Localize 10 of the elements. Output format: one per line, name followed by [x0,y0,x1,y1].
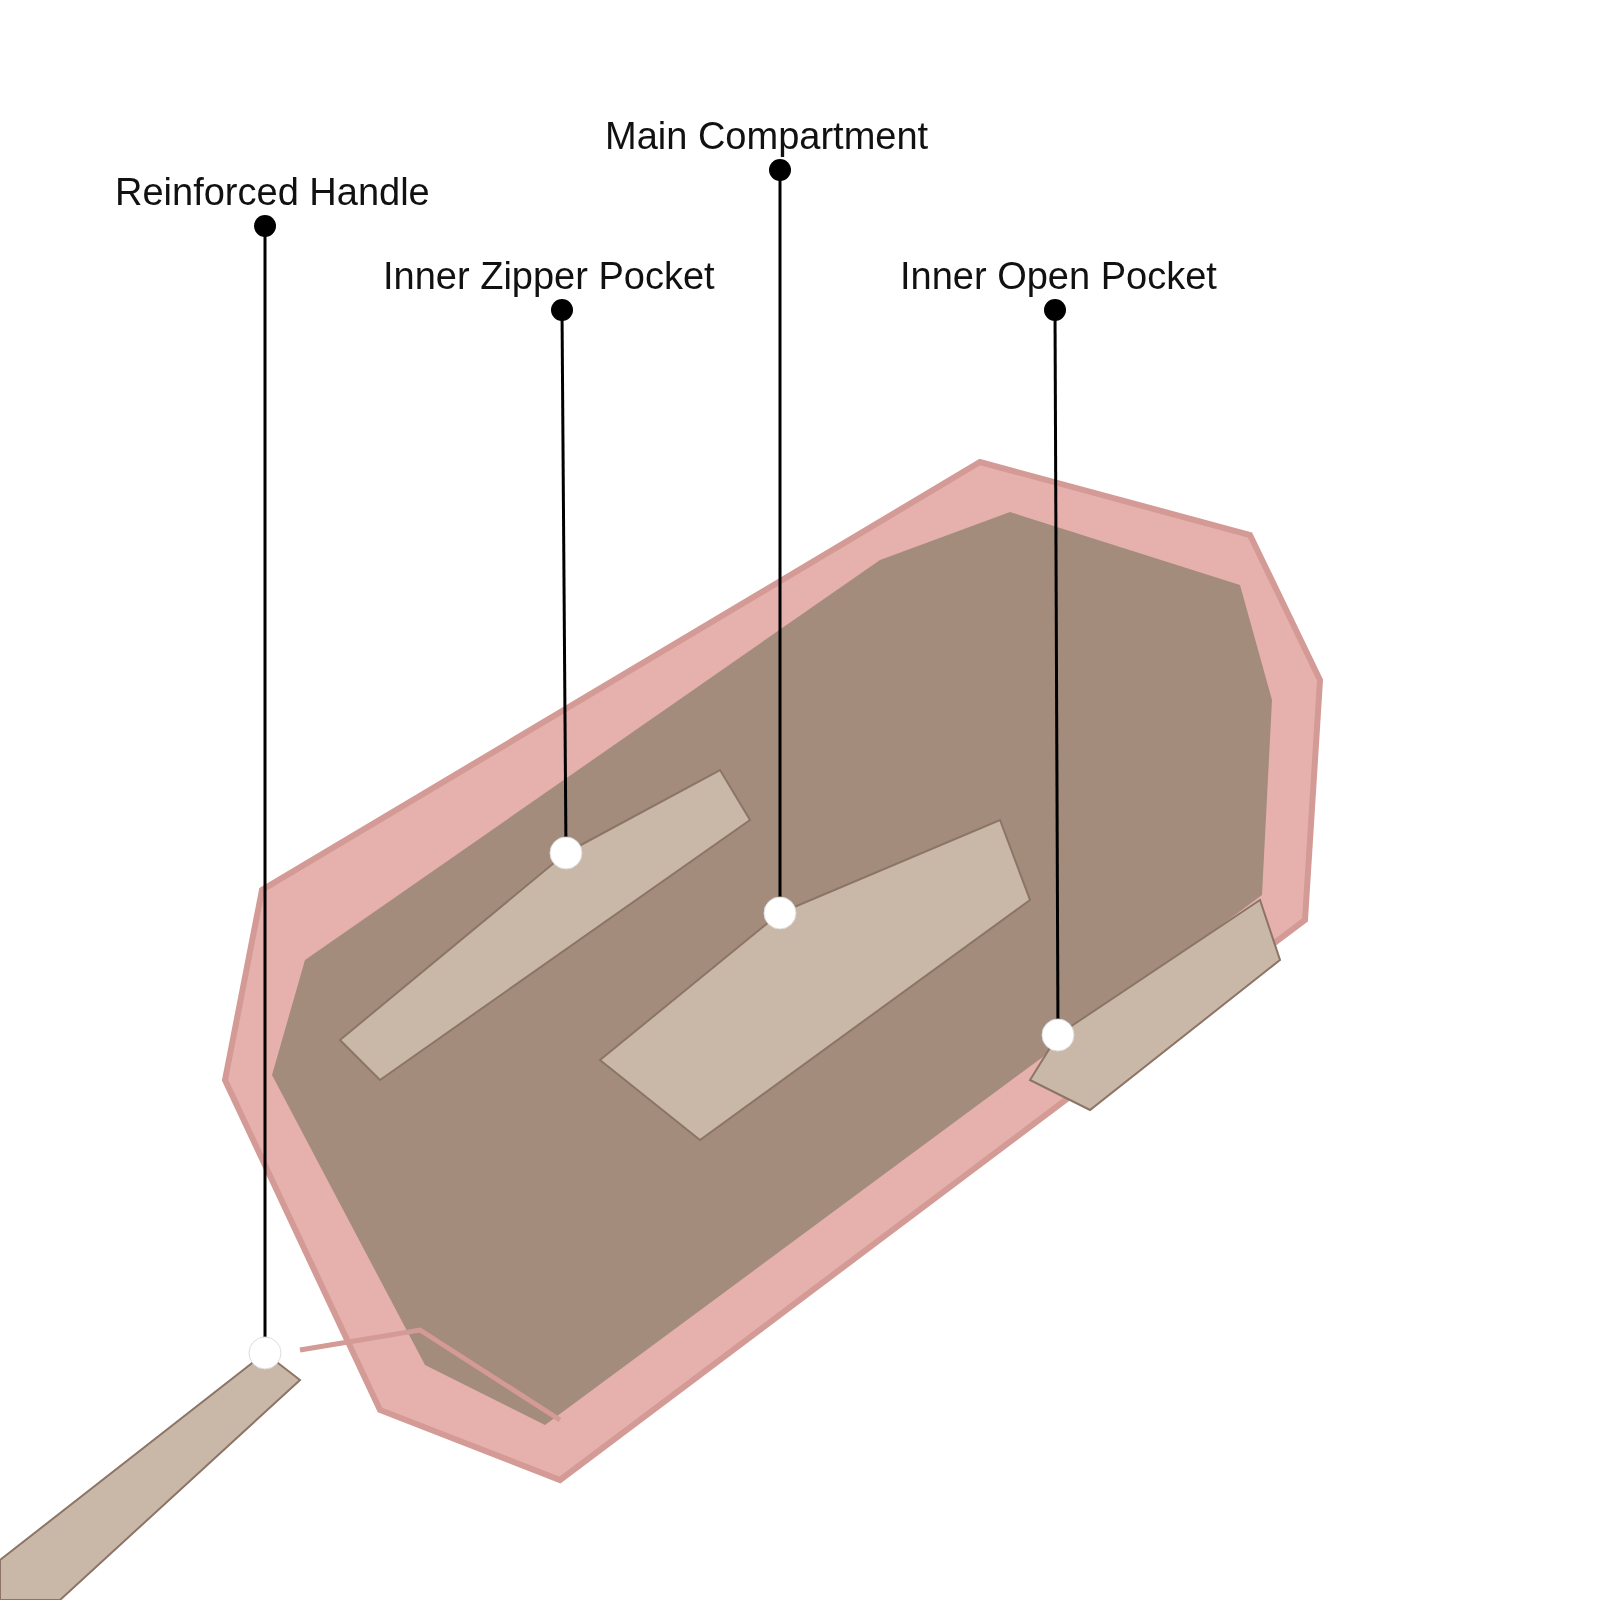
callout-label: Inner Zipper Pocket [383,254,715,298]
callout-label: Inner Open Pocket [900,254,1217,298]
callout-label: Reinforced Handle [115,170,430,214]
leader-line [549,299,583,870]
leader-line [763,159,797,930]
open-pocket-area [1028,898,1282,1112]
zipper-pocket-area [338,768,752,1082]
callout-label: Main Compartment [605,114,929,158]
leader-line [1041,299,1075,1052]
leader-line [248,215,282,1370]
